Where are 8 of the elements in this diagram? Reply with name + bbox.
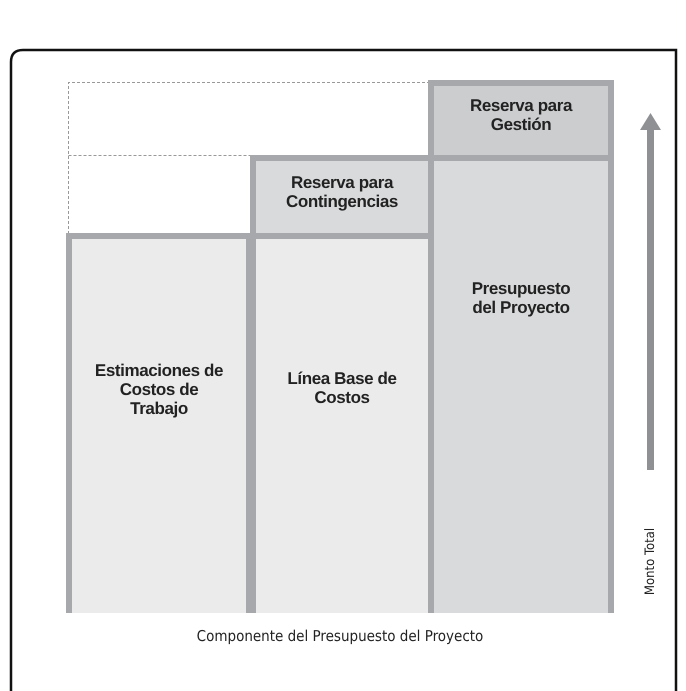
box-label: Reserva para Contingencias bbox=[285, 173, 399, 211]
box-label: Línea Base de Costos bbox=[286, 369, 398, 407]
box-label: Estimaciones de Costos de Trabajo bbox=[94, 361, 224, 418]
axis-title: Componente del Presupuesto del Proyecto bbox=[196, 627, 484, 645]
box-label: Reserva para Gestión bbox=[469, 96, 574, 134]
cost-column bbox=[66, 233, 252, 613]
box-label: Presupuesto del Proyecto bbox=[470, 279, 572, 317]
axis-label: Monto Total bbox=[644, 528, 658, 595]
